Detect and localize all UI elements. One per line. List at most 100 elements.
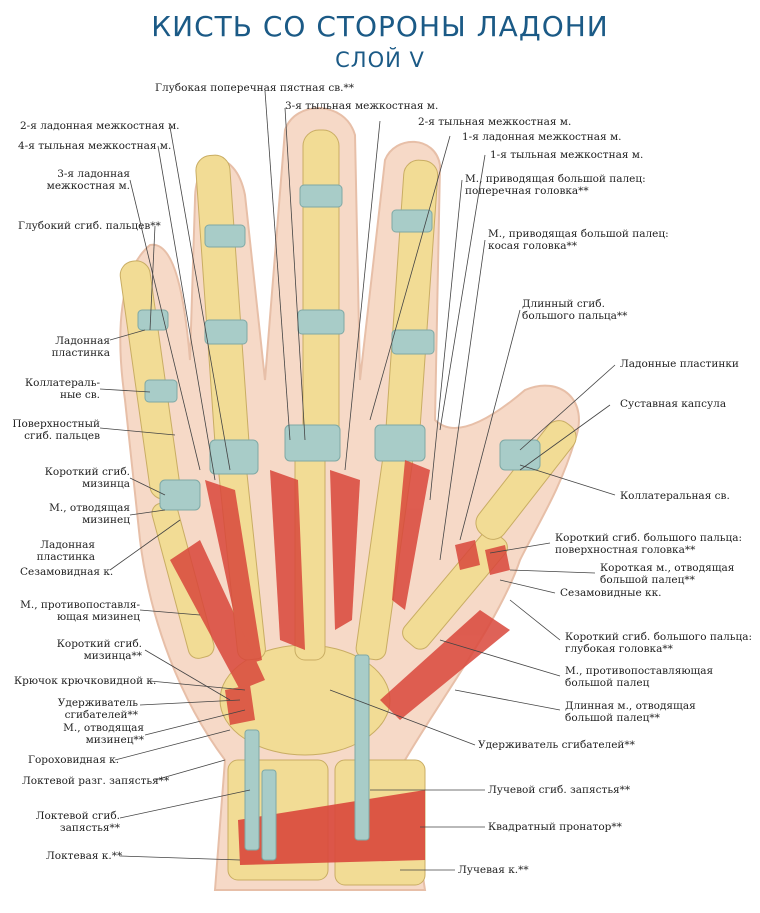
leader-apl	[454, 689, 561, 711]
leader-pisiform	[114, 729, 231, 761]
leader-collateral-left	[99, 388, 151, 393]
label-apb: Короткая м., отводящая большой палец**	[600, 562, 734, 586]
label-pisiform: Гороховидная к.	[28, 754, 120, 766]
label-line: М., противопоставляющая	[565, 665, 714, 677]
label-opponens-dm: М., противопоставля- ющая мизинец	[20, 599, 140, 623]
label-line: Короткая м., отводящая	[600, 562, 735, 574]
label-fcu: Локтевой сгиб. запястья**	[20, 810, 120, 834]
label-line: большого пальца**	[522, 310, 628, 322]
leader-adductor-oblique	[439, 239, 486, 561]
tendon-band-little-1	[137, 309, 169, 331]
label-line: запястья**	[59, 822, 120, 834]
label-fdm-brevis-2: Короткий сгиб. мизинца**	[40, 638, 142, 662]
leader-sesamoid-left	[109, 519, 181, 571]
label-fds: Поверхностный сгиб. пальцев	[0, 418, 100, 442]
label-palmar-plate-2: Ладонная пластинка	[0, 539, 95, 563]
label-line: Короткий сгиб.	[56, 638, 142, 650]
leader-abductor-dm2	[144, 709, 246, 736]
label-apl: Длинная м., отводящая большой палец**	[565, 700, 696, 724]
leader-fpb-superficial	[489, 542, 551, 554]
label-flexor-retinaculum: Удерживатель сгибателей**	[30, 697, 138, 721]
tendon-band-middle-2	[297, 309, 345, 335]
label-collateral-ligs: Коллатераль- ные св.	[0, 377, 100, 401]
label-ulna: Локтевая к.**	[46, 850, 123, 862]
tendon-ecu	[261, 769, 277, 861]
palmar-plate-thumb	[499, 439, 541, 471]
label-abductor-dm-2: М., отводящая мизинец**	[40, 722, 144, 746]
leader-dorsal-3	[284, 107, 306, 441]
muscle-fpb	[380, 610, 510, 720]
leader-ulna	[119, 855, 241, 861]
tendon-fcu	[244, 729, 260, 851]
label-fdm-brevis: Короткий сгиб. мизинца	[30, 466, 130, 490]
leader-fdm-brevis	[129, 477, 166, 496]
tendon-band-ring-1	[204, 224, 246, 248]
label-ecu: Локтевой разг. запястья**	[22, 775, 170, 787]
muscle-fdm-brevis	[225, 685, 255, 725]
pronator-quadratus	[238, 790, 425, 865]
label-palmar-interosseous-3: 3-я ладонная межкостная м.	[30, 168, 130, 192]
label-line: мизинец**	[85, 734, 144, 746]
label-line: поперечная головка**	[465, 185, 589, 197]
tendon-band-index-2	[391, 329, 435, 355]
leader-hook-of-hamate	[149, 680, 246, 691]
finger-middle	[302, 129, 340, 451]
tendon-band-index-1	[391, 209, 433, 233]
leader-ecu	[154, 759, 226, 781]
label-line: пластинка	[36, 551, 95, 563]
leader-fpb-deep	[509, 599, 561, 641]
label-line: сгибателей**	[64, 709, 138, 721]
label-palmar-plate: Ладонная пластинка	[10, 335, 110, 359]
label-line: Ладонная	[40, 539, 95, 551]
label-line: Короткий сгиб. большого пальца:	[565, 631, 753, 643]
muscle-interosseous-1	[392, 460, 430, 610]
leader-palmar-1	[369, 135, 451, 421]
label-fpb-deep: Короткий сгиб. большого пальца: глубокая…	[565, 631, 752, 655]
label-line: М., отводящая	[63, 722, 144, 734]
label-hook-of-hamate: Крючок крючковидной к.	[14, 675, 157, 687]
leader-sesamoids-right	[499, 579, 556, 594]
label-line: глубокая головка**	[565, 643, 673, 655]
label-line: Длинный сгиб.	[522, 298, 605, 310]
label-line: Поверхностный	[12, 418, 100, 430]
leader-palmar-plates-right	[519, 364, 616, 451]
leader-palmar-2	[169, 126, 231, 471]
label-sesamoid: Сезамовидная к.	[20, 566, 114, 578]
leader-dorsal-4	[157, 145, 216, 481]
label-fcr: Лучевой сгиб. запястья**	[488, 784, 631, 796]
label-line: пластинка	[51, 347, 110, 359]
label-fpl: Длинный сгиб. большого пальца**	[522, 298, 627, 322]
page-subtitle: СЛОЙ V	[335, 48, 425, 72]
label-fpb-superficial: Короткий сгиб. большого пальца: поверхно…	[555, 532, 742, 556]
leader-flexor-ret-left	[139, 699, 241, 706]
muscle-interosseous-2	[330, 470, 360, 630]
palmar-plate-ring	[209, 439, 259, 475]
label-line: поверхностная головка**	[555, 544, 696, 556]
leader-fpl	[459, 309, 521, 541]
leader-fcu	[119, 789, 251, 819]
palmar-plate-little	[159, 479, 201, 511]
label-line: М., приводящая большой палец:	[488, 228, 669, 240]
leader-fdp	[149, 225, 156, 331]
label-line: мизинец	[82, 514, 130, 526]
label-line: Ладонная	[55, 335, 110, 347]
label-line: межкостная м.	[46, 180, 130, 192]
tendon-band-little-2	[144, 379, 178, 403]
tendon-band-ring-2	[204, 319, 248, 345]
tendon-fcr	[354, 654, 370, 841]
palmar-plate-index	[374, 424, 426, 462]
label-fdp: Глубокий сгиб. пальцев**	[18, 220, 161, 232]
label-line: большой палец	[565, 677, 650, 689]
label-line: ные св.	[59, 389, 100, 401]
label-adductor-pollicis-transverse: М., приводящая большой палец: поперечная…	[465, 173, 646, 197]
label-radius: Лучевая к.**	[458, 864, 529, 876]
leader-dorsal-1	[439, 154, 486, 431]
label-line: мизинца**	[83, 650, 142, 662]
label-collateral-lig: Коллатеральная св.	[620, 490, 730, 502]
label-line: Локтевой сгиб.	[35, 810, 120, 822]
label-line: Удерживатель	[57, 697, 138, 709]
label-line: Короткий сгиб. большого пальца:	[555, 532, 743, 544]
label-line: М., приводящая большой палец:	[465, 173, 646, 185]
leader-deep-transverse	[264, 90, 291, 441]
label-sesamoids: Сезамовидные кк.	[560, 587, 662, 599]
